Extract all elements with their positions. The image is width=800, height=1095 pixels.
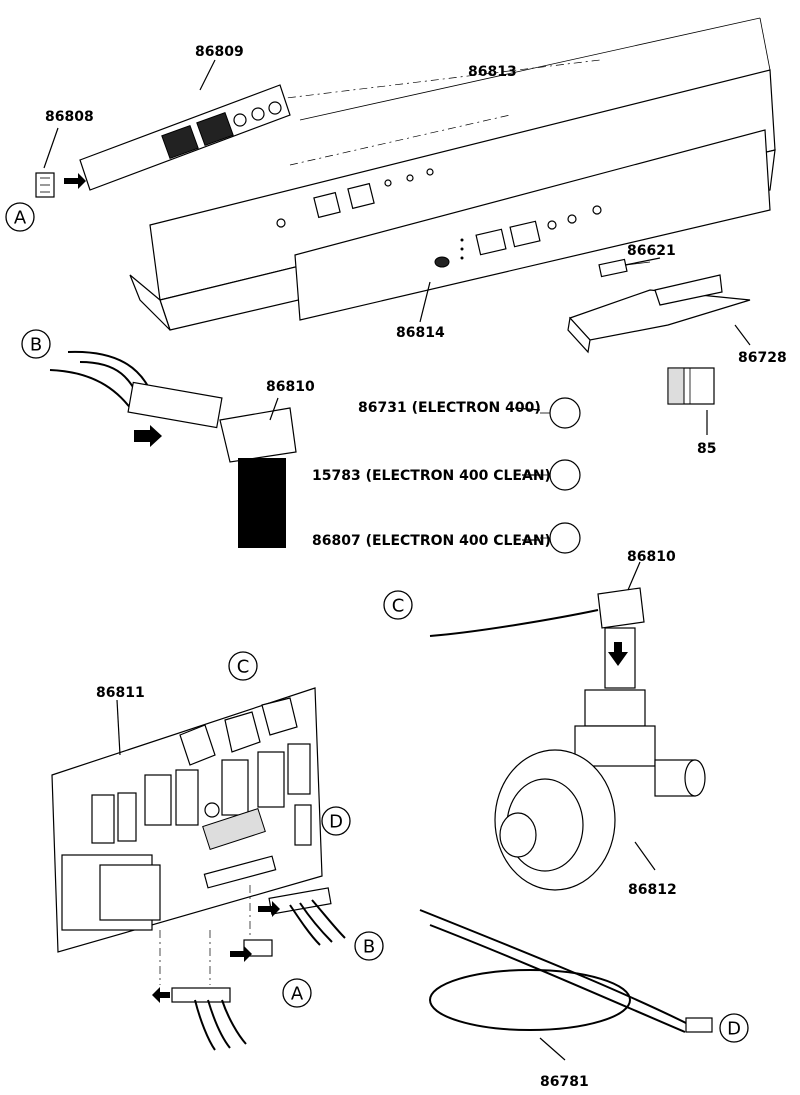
label-86807: 86807 (ELECTRON 400 CLEAN) xyxy=(312,533,551,549)
label-86731: 86731 (ELECTRON 400) xyxy=(358,400,541,416)
bracket-86728 xyxy=(567,274,751,354)
relay-85 xyxy=(667,367,715,405)
cable-86781 xyxy=(419,909,713,1033)
connector-a-bottom xyxy=(152,987,247,1051)
callout-a-bottom: A xyxy=(282,978,312,1008)
label-86781: 86781 xyxy=(540,1074,589,1090)
label-86812: 86812 xyxy=(628,882,677,898)
svg-text:B: B xyxy=(363,937,375,958)
pressure-switch-15783 xyxy=(540,459,581,491)
label-86621: 86621 xyxy=(627,243,676,259)
svg-text:C: C xyxy=(392,596,405,617)
connector-b-bottom xyxy=(258,887,346,946)
harness-86810 xyxy=(49,350,297,548)
panel-86814 xyxy=(294,129,771,321)
svg-text:D: D xyxy=(727,1019,741,1040)
callout-d-board: D xyxy=(321,806,351,836)
svg-text:C: C xyxy=(237,657,250,678)
callout-b-bottom: B xyxy=(354,931,384,961)
label-86813: 86813 xyxy=(468,64,517,80)
callout-c-right: C xyxy=(383,590,413,620)
connector-a-small xyxy=(230,939,273,962)
pressure-switch-86731 xyxy=(540,397,581,429)
label-86809: 86809 xyxy=(195,44,244,60)
callout-c-board: C xyxy=(228,651,258,681)
callout-b-top: B xyxy=(21,329,51,359)
board-86809 xyxy=(79,84,291,191)
svg-text:D: D xyxy=(329,812,343,833)
label-86814: 86814 xyxy=(396,325,445,341)
valve-cable-86810 xyxy=(429,587,645,689)
connector-86808 xyxy=(35,172,86,198)
label-86810-right: 86810 xyxy=(627,549,676,565)
callout-a-top: A xyxy=(5,202,35,232)
pressure-switch-86807 xyxy=(540,522,581,554)
label-86810-top: 86810 xyxy=(266,379,315,395)
label-86808: 86808 xyxy=(45,109,94,125)
valve-86812 xyxy=(494,689,706,891)
callout-d-bottom: D xyxy=(719,1013,749,1043)
label-85: 85 xyxy=(697,441,716,457)
label-86728: 86728 xyxy=(738,350,787,366)
svg-text:B: B xyxy=(30,335,42,356)
label-86811: 86811 xyxy=(96,685,145,701)
svg-text:A: A xyxy=(14,208,27,229)
label-15783: 15783 (ELECTRON 400 CLEAN) xyxy=(312,468,551,484)
svg-text:A: A xyxy=(291,984,304,1005)
